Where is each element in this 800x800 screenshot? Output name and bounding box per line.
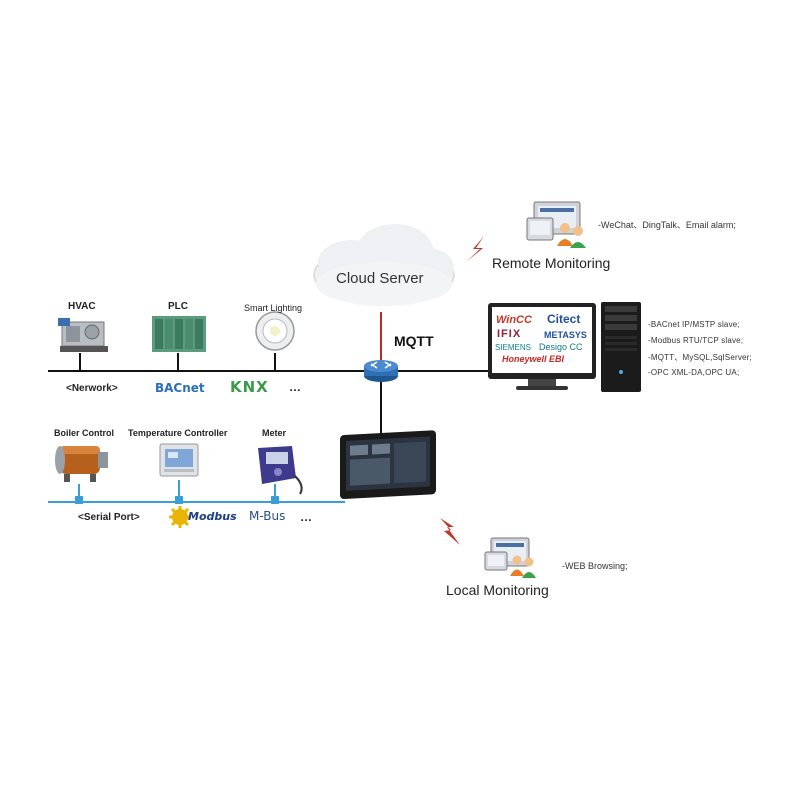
- device-label-boiler: Boiler Control: [54, 428, 114, 438]
- spec-opc: -OPC XML-DA,OPC UA;: [648, 368, 740, 377]
- mqtt-label: MQTT: [394, 333, 434, 349]
- remote-computers-icon: [526, 201, 586, 248]
- protocol-modbus: Modbus: [188, 510, 237, 523]
- brand-citect: Citect: [547, 312, 581, 326]
- smart-lighting-icon: [255, 311, 295, 351]
- device-label-hvac: HVAC: [68, 301, 96, 312]
- local-monitoring-title: Local Monitoring: [446, 582, 549, 598]
- lightning-icon-remote: [466, 236, 484, 262]
- protocol-mbus: M-Bus: [249, 509, 286, 523]
- serial-more: …: [300, 510, 312, 524]
- spec-bacnet: -BACnet IP/MSTP slave;: [648, 320, 740, 329]
- pc-tower-icon: [601, 302, 641, 392]
- network-bus-label: <Nerwork>: [66, 383, 118, 394]
- brand-metasys: METASYS: [544, 330, 587, 340]
- modbus-gear-icon: [169, 506, 191, 528]
- touch-panel-icon: [340, 430, 436, 499]
- lightning-icon-local: [440, 518, 460, 545]
- spec-modbus: -Modbus RTU/TCP slave;: [648, 336, 744, 345]
- cloud-server-label: Cloud Server: [336, 270, 424, 287]
- local-computers-icon: [484, 537, 536, 578]
- temperature-controller-icon: [159, 443, 199, 477]
- protocol-knx: KNX: [230, 378, 269, 396]
- spec-mqtt: -MQTT、MySQL,SqlServer;: [648, 353, 752, 362]
- brand-siemens: SIEMENS: [495, 343, 532, 352]
- meter-icon: [258, 446, 303, 495]
- protocol-bacnet: BACnet: [155, 381, 205, 395]
- boiler-icon: [55, 446, 108, 482]
- device-label-smart-lighting: Smart Lighting: [244, 303, 303, 313]
- hvac-icon: [58, 318, 108, 352]
- cloud-icon: [313, 224, 455, 306]
- brand-wincc: WinCC: [496, 314, 532, 326]
- brand-ifix: IFIX: [497, 328, 522, 340]
- device-label-temperature-controller: Temperature Controller: [128, 428, 228, 438]
- serial-bus-label: <Serial Port>: [78, 512, 140, 523]
- plc-icon: [152, 316, 206, 352]
- device-label-meter: Meter: [262, 428, 287, 438]
- remote-monitoring-title: Remote Monitoring: [492, 255, 611, 271]
- remote-feature-text: -WeChat、DingTalk、Email alarm;: [598, 220, 736, 230]
- network-more: …: [289, 380, 301, 394]
- brand-desigo: Desigo CC: [539, 342, 583, 352]
- local-feature-text: -WEB Browsing;: [562, 561, 628, 571]
- device-label-plc: PLC: [168, 301, 188, 312]
- scada-monitor-icon: [488, 303, 596, 390]
- router-icon: [364, 360, 398, 382]
- brand-honeywell: Honeywell EBI: [502, 354, 565, 364]
